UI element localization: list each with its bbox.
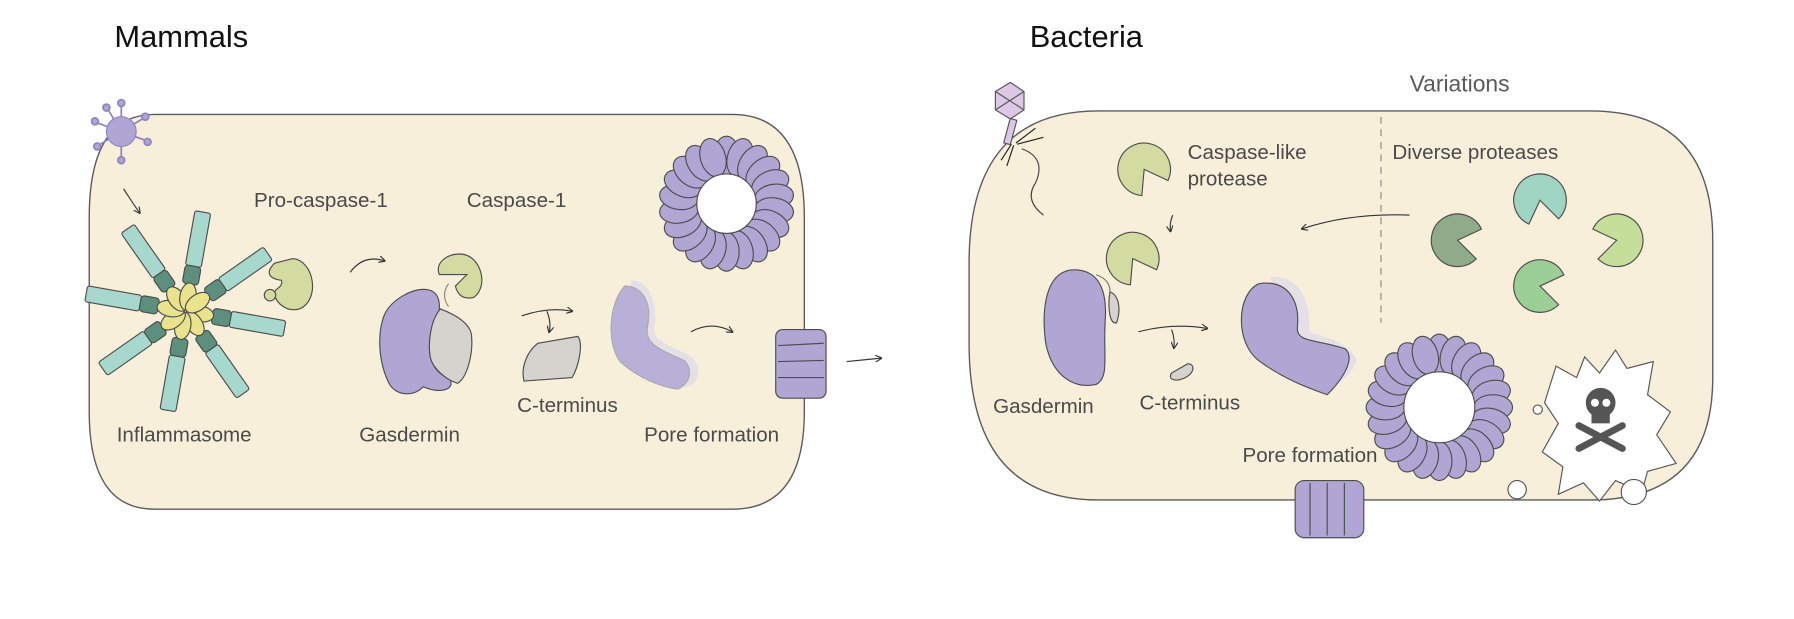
bacterial-gasdermin-icon <box>1043 269 1120 386</box>
inflammasome-arm <box>184 247 273 314</box>
c-terminus-label: C-terminus <box>517 394 618 417</box>
virus-icon <box>90 98 152 165</box>
mammalian-cell-panel: Pro-caspase-1 Caspase-1 <box>84 98 827 510</box>
cell-death-burst <box>1507 349 1678 506</box>
c-terminus-icon <box>522 335 581 382</box>
inflammasome-label: Inflammasome <box>117 424 252 447</box>
pro-caspase-icon <box>263 258 314 311</box>
gasdermin-icon <box>379 283 473 395</box>
variations-arrow <box>1302 214 1410 229</box>
bacterial-cleavage-arrow <box>1138 326 1207 333</box>
bacterial-cell-panel: Variations Caspase-like protease Diverse… <box>968 71 1714 539</box>
cleavage-arrow <box>521 310 572 317</box>
bacterial-c-terminus-icon <box>1169 363 1194 381</box>
bacteria-title: Bacteria <box>1030 19 1144 54</box>
phage-icon <box>994 81 1044 216</box>
bacterial-membrane-pore-icon <box>1294 479 1365 539</box>
skull-crossbones-icon <box>1575 387 1626 452</box>
pore-ring-icon <box>659 135 794 272</box>
caspase-like-label-line1: Caspase-like <box>1188 141 1307 164</box>
bacterial-pore-ring-icon <box>1365 333 1514 482</box>
bacterial-c-terminus-label: C-terminus <box>1140 392 1241 415</box>
mammals-title: Mammals <box>114 19 248 54</box>
inflammasome-arm <box>84 285 185 318</box>
caspase-label: Caspase-1 <box>467 189 567 212</box>
bacterial-pore-formation-label: Pore formation <box>1243 444 1378 467</box>
pro-caspase-label: Pro-caspase-1 <box>254 189 388 212</box>
bacterial-cleavage-down-arrow <box>1172 329 1175 348</box>
activation-arrow <box>349 259 384 273</box>
infection-arrow <box>123 188 140 213</box>
protease-icon <box>1513 259 1565 313</box>
protease-arrow <box>1170 214 1173 231</box>
membrane-pore-icon <box>775 328 827 399</box>
protease-icon <box>1117 142 1171 197</box>
cell-death-arrow <box>846 358 881 363</box>
protease-icon <box>1592 213 1644 268</box>
pore-formation-label: Pore formation <box>644 424 779 447</box>
protease-icon <box>1513 173 1567 225</box>
inflammasome-icon <box>84 210 287 412</box>
bacterial-gasdermin-label: Gasdermin <box>993 395 1094 418</box>
caspase-like-label-line2: protease <box>1188 167 1268 190</box>
protease-icon <box>1430 213 1483 268</box>
protease-group <box>1105 142 1644 313</box>
pore-arrow <box>690 325 732 332</box>
bacterial-n-terminus-icon <box>1240 276 1357 396</box>
variations-label: Variations <box>1410 71 1510 97</box>
gasdermin-n-terminus-icon <box>610 280 699 390</box>
cleavage-down-arrow <box>546 311 550 332</box>
protease-icon <box>1105 231 1160 286</box>
gasdermin-label: Gasdermin <box>359 424 460 447</box>
caspase-1-icon <box>437 253 483 299</box>
diverse-proteases-label: Diverse proteases <box>1392 141 1558 164</box>
